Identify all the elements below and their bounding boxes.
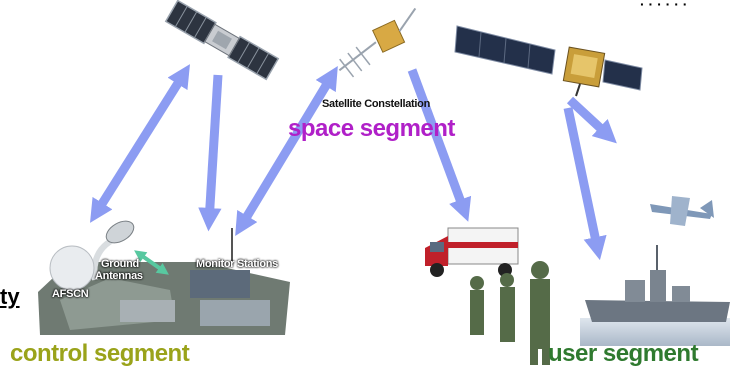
arrow-satellite2-ambulance — [407, 68, 472, 222]
arrow-satellite1-monitor — [198, 74, 223, 232]
satellite-2-icon — [338, 7, 417, 78]
ship-icon — [580, 245, 730, 346]
control-segment-label: control segment — [10, 340, 190, 367]
satellite-constellation-label: Satellite Constellation — [322, 98, 431, 110]
radome-icon — [49, 245, 95, 291]
arrow-satellite3-aircraft — [566, 96, 617, 144]
aircraft-icon — [650, 196, 714, 226]
satellite-3-icon — [454, 25, 643, 97]
soldiers-icon — [470, 261, 550, 365]
arrow-afscn-satellite1 — [90, 64, 190, 223]
ambulance-icon — [425, 227, 519, 277]
space-segment-label: space segment — [288, 115, 455, 142]
partial-text-top-right: · · · · · · — [640, 0, 688, 12]
partial-text-left: ty — [0, 284, 20, 309]
signal-arrows — [90, 64, 617, 261]
arrow-monitor-satellite2 — [235, 65, 338, 237]
user-segment-label: user segment — [548, 340, 699, 367]
arrow-satellite3-ship — [563, 107, 607, 261]
ground-antennas-label-line2: Antennas — [95, 270, 143, 282]
ground-facility-image — [38, 220, 290, 335]
afscn-label: AFSCN — [52, 288, 89, 300]
satellite-1-icon — [164, 0, 280, 81]
monitor-stations-label: Monitor Stations — [196, 258, 278, 270]
ground-antennas-label-line1: Ground — [101, 258, 139, 270]
